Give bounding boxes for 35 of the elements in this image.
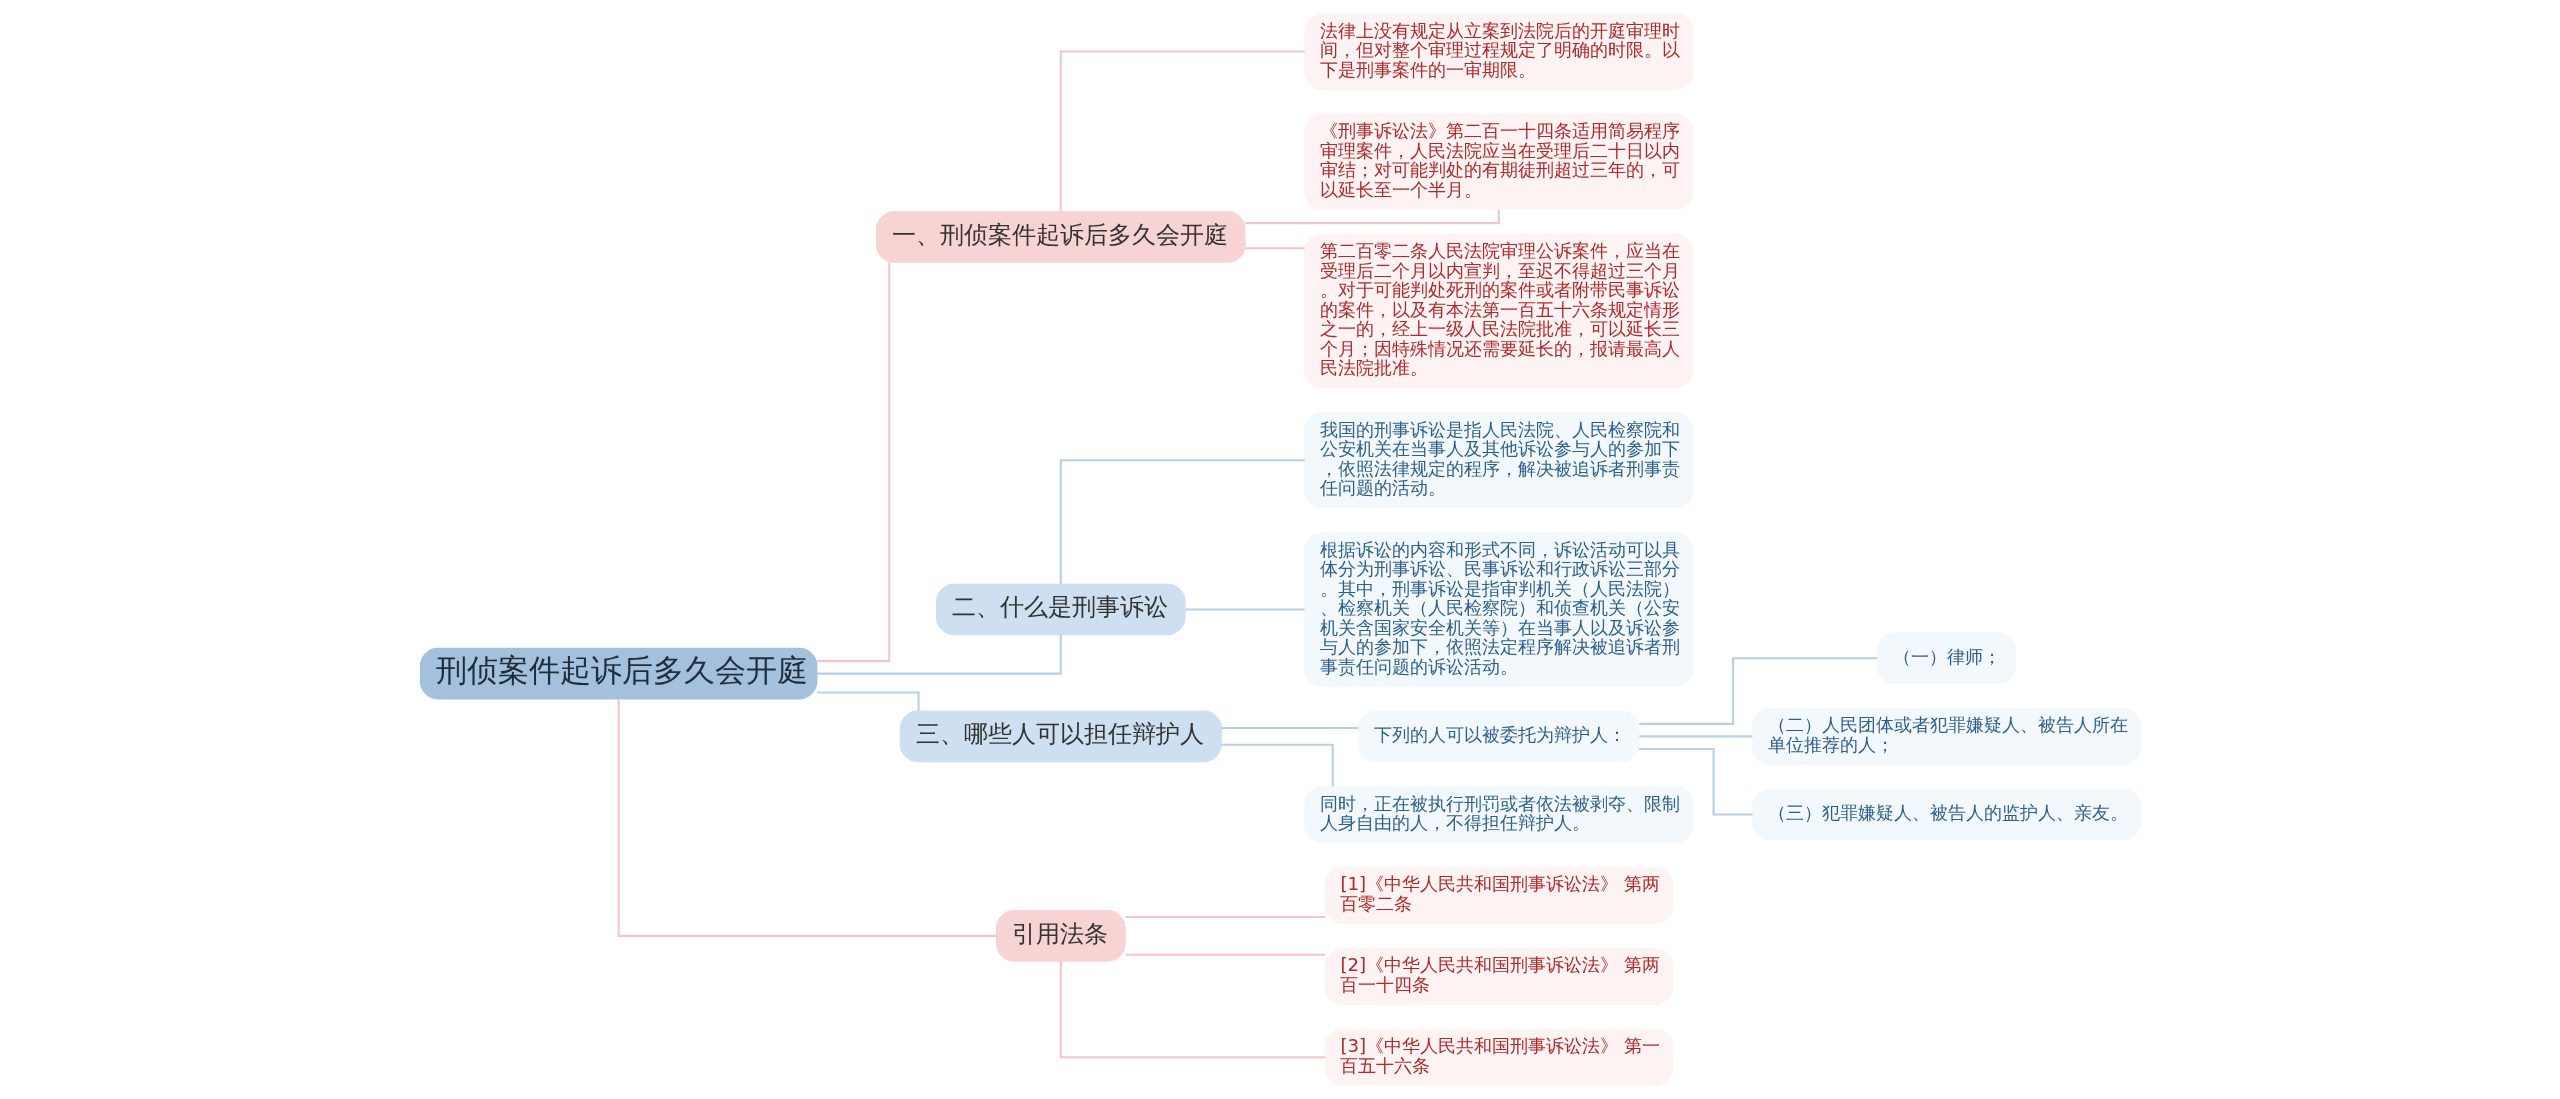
node-box: 我国的刑事诉讼是指人民法院、人民检察院和公安机关在当事人及其他诉讼参与人的参加下，依照法律规定的程序，解决被追诉者刑事责任问题的活动。	[1303, 412, 1693, 509]
node-box: [3]《中华人民共和国刑事诉讼法》 第一百五十六条	[1323, 1028, 1673, 1086]
node-box: 第二百零二条人民法院审理公诉案件，应当在受理后二个月以内宣判，至迟不得超过三个月。对于可能判处死刑的案件或者附带民事诉讼的案件，以及有本法第一百五十六条规定情形之一的，经上一级人民法院批准，可以延长三个月；因特殊情况还需要延长的，报请最高人民法院批准。	[1303, 233, 1693, 389]
connector	[816, 262, 890, 663]
node-box: （三）犯罪嫌疑人、被告人的监护人、亲友。	[1751, 788, 2141, 841]
connector	[816, 691, 920, 711]
node-box: 引用法条	[995, 910, 1126, 962]
node-box: （二）人民团体或者犯罪嫌疑人、被告人所在单位推荐的人；	[1751, 707, 2141, 765]
connector	[1059, 50, 1305, 212]
connector	[617, 698, 996, 937]
node-box: [1]《中华人民共和国刑事诉讼法》 第两百零二条	[1323, 866, 1673, 924]
node-box: 下列的人可以被委托为辩护人：	[1357, 710, 1640, 763]
node-box: 刑侦案件起诉后多久会开庭	[419, 647, 817, 700]
connector	[1220, 727, 1358, 730]
node-box: 一、刑侦案件起诉后多久会开庭	[875, 211, 1246, 263]
node-box: 三、哪些人可以担任辩护人	[899, 710, 1222, 763]
node-box: （一）律师；	[1876, 632, 2016, 685]
connector	[1244, 209, 1500, 225]
node-box: 《刑事诉讼法》第二百一十四条适用简易程序审理案件，人民法院应当在受理后二十日以内审结；对可能判处的有期徒刑超过三年的，可以延长至一个半月。	[1303, 113, 1693, 210]
connector	[1638, 747, 1753, 816]
connector	[1184, 608, 1305, 611]
connector	[1124, 916, 1325, 919]
node-box: 根据诉讼的内容和形式不同，诉讼活动可以具体分为刑事诉讼、民事诉讼和行政诉讼三部分。其中，刑事诉讼是指审判机关（人民法院）、检察机关（人民检察院）和侦查机关（公安机关含国家安全机关等）在当事人以及诉讼参与人的参加下，依照法定程序解决被追诉者刑事责任问题的诉讼活动。	[1303, 532, 1693, 687]
node-box: 法律上没有规定从立案到法院后的开庭审理时间，但对整个审理过程规定了明确的时限。以下是刑事案件的一审期限。	[1303, 13, 1693, 90]
node-box: [2]《中华人民共和国刑事诉讼法》 第两百一十四条	[1323, 947, 1673, 1005]
connector	[1059, 961, 1325, 1059]
connector	[1059, 459, 1305, 585]
node-box: 同时，正在被执行刑罚或者依法被剥夺、限制人身自由的人，不得担任辩护人。	[1303, 785, 1693, 844]
connector	[1124, 953, 1325, 956]
connector	[1244, 247, 1305, 250]
node-box: 二、什么是刑事诉讼	[935, 583, 1186, 636]
connector	[816, 634, 1062, 675]
connector	[1638, 657, 1877, 725]
connector	[1220, 743, 1334, 787]
connector	[1638, 735, 1752, 738]
